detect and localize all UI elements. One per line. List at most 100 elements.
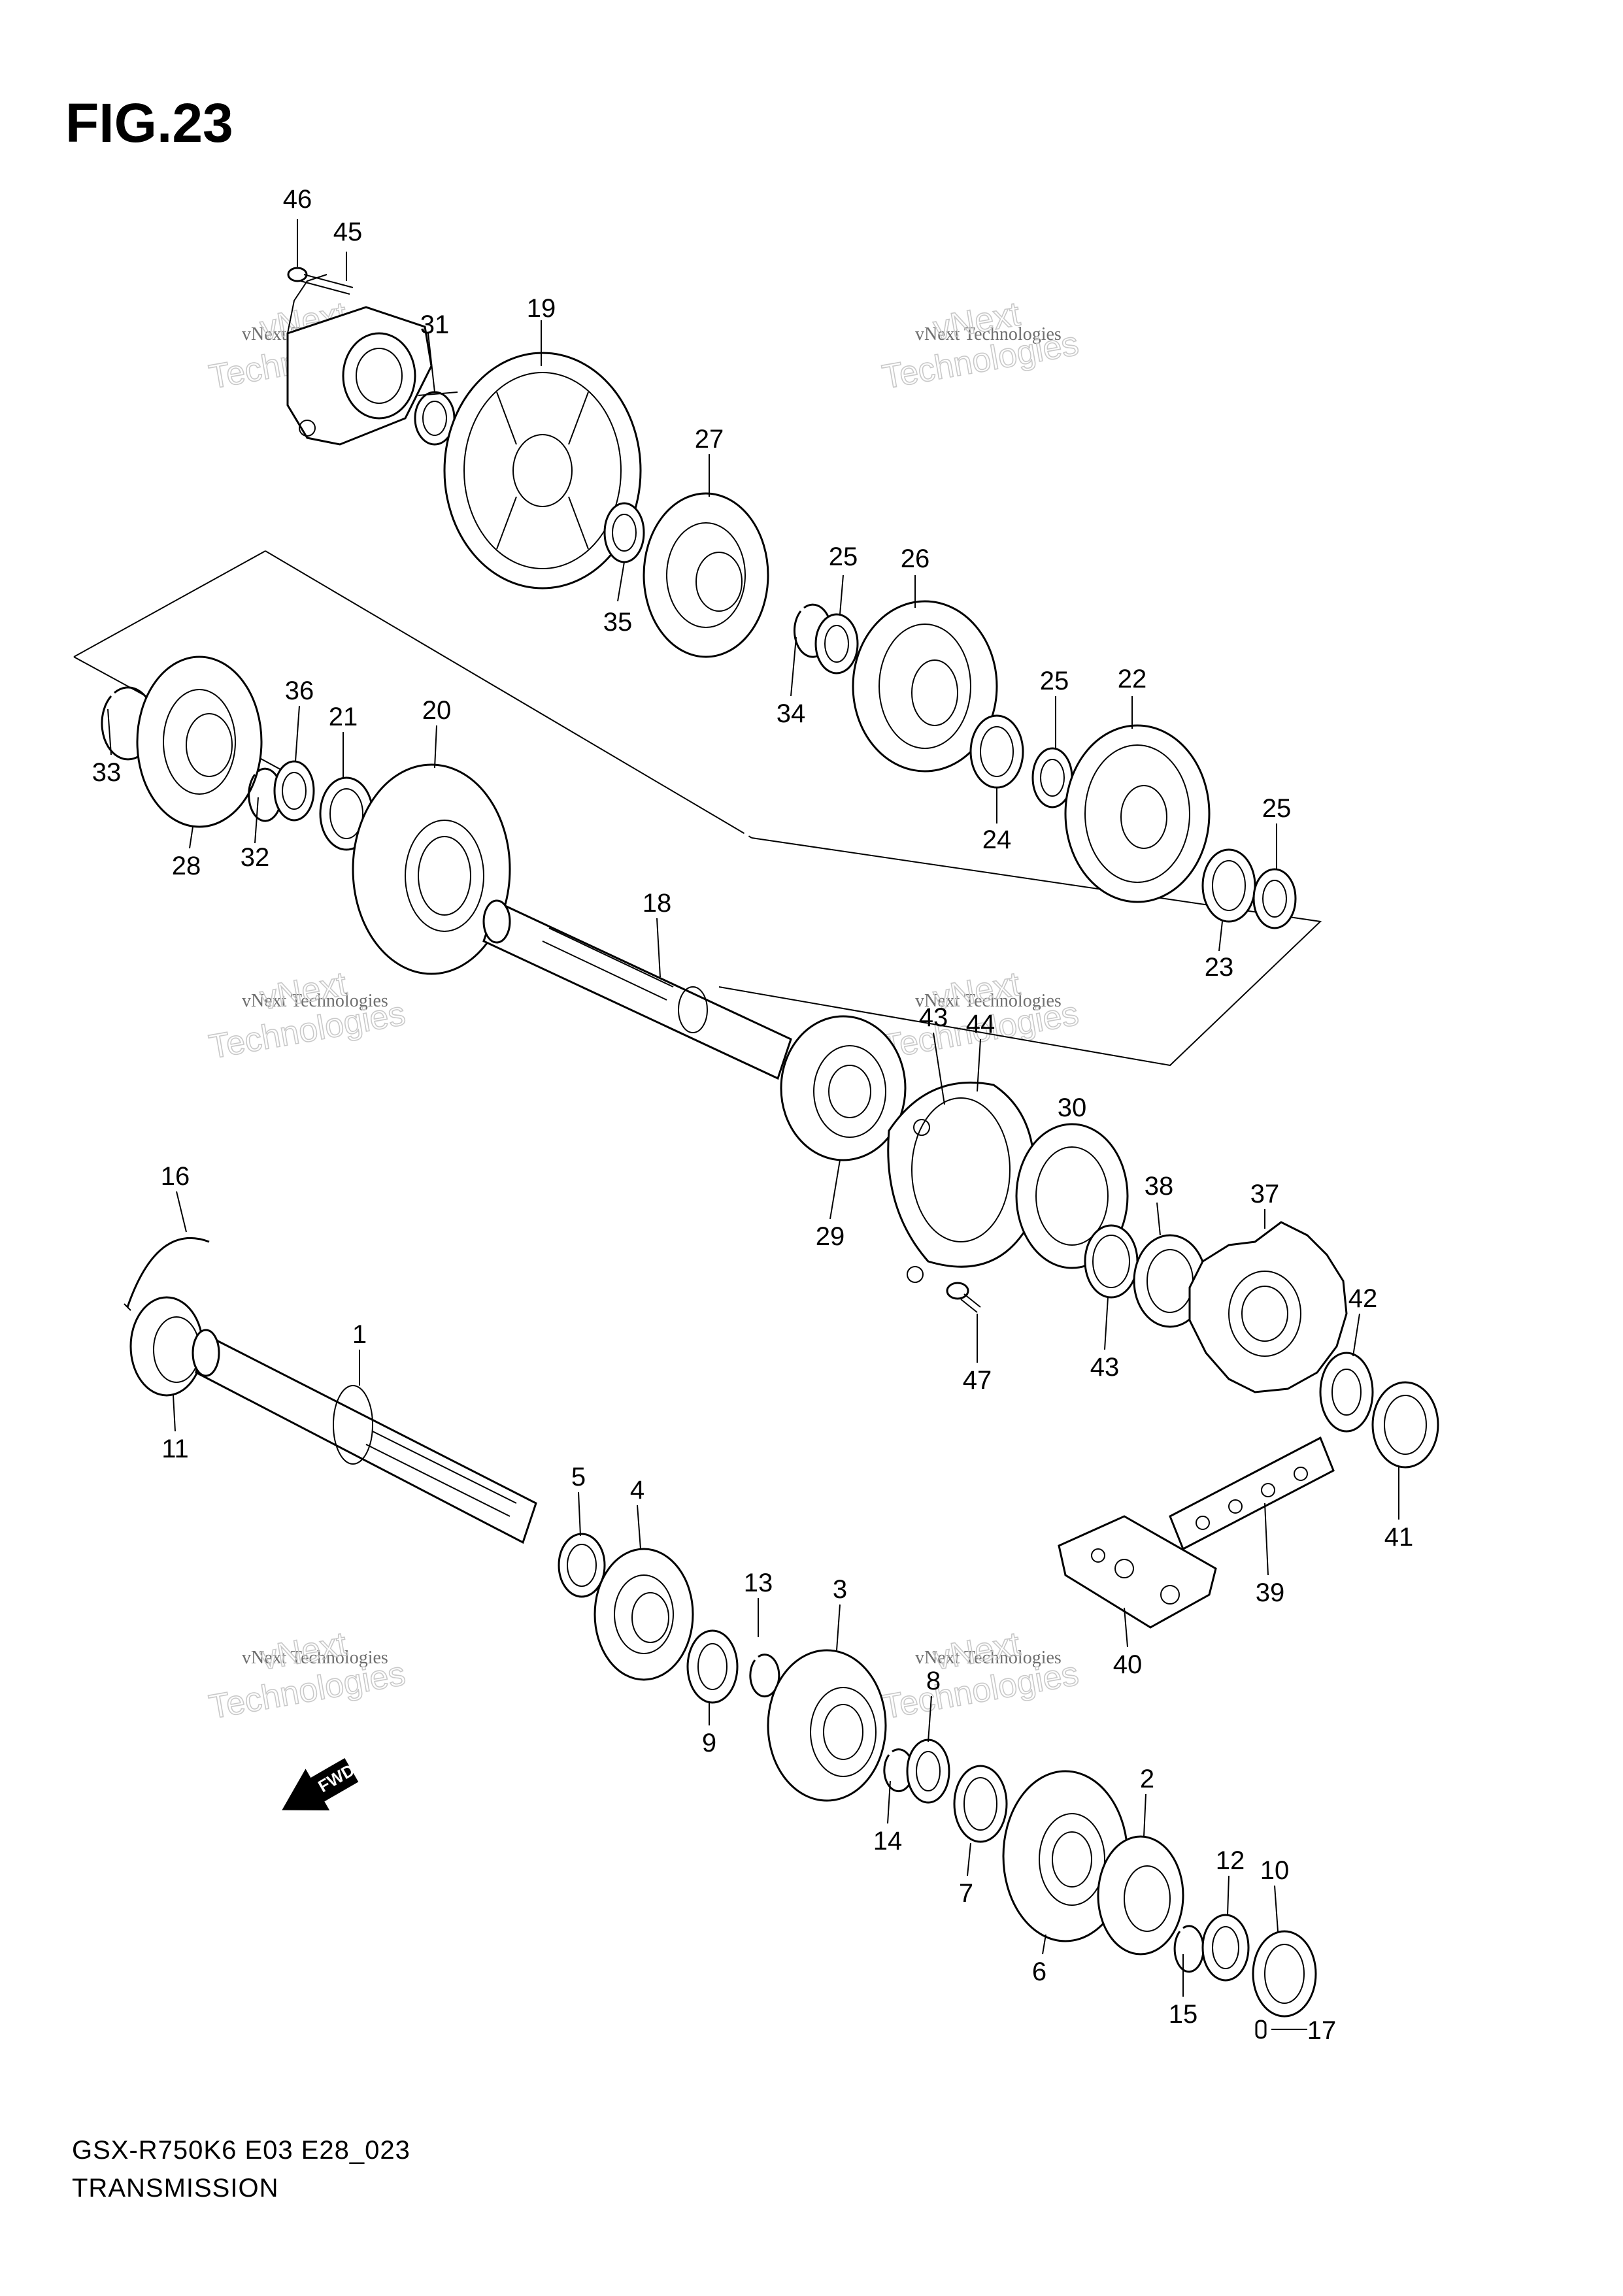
callout-40: 40 xyxy=(1113,1650,1143,1679)
screw-47 xyxy=(946,1282,981,1313)
gear-4 xyxy=(594,1548,694,1681)
callout-17: 17 xyxy=(1307,2016,1337,2045)
callout-5: 5 xyxy=(571,1463,586,1491)
watermark: vNext Technologies xyxy=(242,1648,388,1668)
callout-20: 20 xyxy=(422,696,452,725)
callout-39: 39 xyxy=(1256,1578,1285,1607)
callout-37: 37 xyxy=(1250,1180,1280,1208)
callout-15: 15 xyxy=(1169,2000,1198,2029)
bearing-retainer-45 xyxy=(286,274,433,446)
circlip-32 xyxy=(248,767,283,822)
gear-22 xyxy=(1064,724,1211,903)
watermark-large: vNext Technologies xyxy=(879,1625,1082,1727)
callout-34: 34 xyxy=(777,699,806,728)
watermark-large: vNext Technologies xyxy=(206,965,409,1067)
screw-46 xyxy=(287,267,354,295)
washer-25c xyxy=(1252,868,1297,929)
callout-42: 42 xyxy=(1348,1284,1378,1313)
callout-4: 4 xyxy=(630,1476,644,1505)
circlip-14 xyxy=(883,1748,914,1793)
washer-12 xyxy=(1201,1914,1250,1982)
o-ring-43b xyxy=(1084,1224,1139,1299)
driveshaft-1 xyxy=(192,1329,537,1544)
washer-42 xyxy=(1319,1352,1374,1433)
callout-26: 26 xyxy=(901,544,930,573)
figure-title: FIG.23 xyxy=(65,92,233,154)
callout-25: 25 xyxy=(829,542,858,571)
callout-24: 24 xyxy=(982,825,1012,854)
washer-9 xyxy=(686,1629,739,1704)
callout-47: 47 xyxy=(963,1366,992,1395)
callout-46: 46 xyxy=(283,185,312,214)
callout-19: 19 xyxy=(527,294,556,323)
pin-17 xyxy=(1255,2020,1267,2039)
watermark: vNext Technologies xyxy=(915,1648,1062,1668)
callout-23: 23 xyxy=(1205,953,1234,982)
svg-text:vNext Technologies: vNext Technologies xyxy=(242,991,388,1011)
callout-32: 32 xyxy=(241,843,270,872)
callout-43: 43 xyxy=(919,1003,948,1032)
callout-38: 38 xyxy=(1145,1172,1174,1201)
nut-41 xyxy=(1371,1381,1439,1469)
callout-33: 33 xyxy=(92,758,122,787)
washer-36 xyxy=(273,760,315,822)
callout-44: 44 xyxy=(966,1010,996,1039)
bushing-7 xyxy=(953,1765,1008,1843)
callout-16: 16 xyxy=(161,1162,190,1191)
callout-41: 41 xyxy=(1384,1523,1414,1552)
callout-31: 31 xyxy=(420,310,450,339)
washer-25a xyxy=(814,613,859,674)
countershaft-18 xyxy=(482,899,792,1080)
bushing-23 xyxy=(1201,848,1256,923)
callout-29: 29 xyxy=(816,1222,845,1251)
callout-22: 22 xyxy=(1118,665,1147,693)
callout-18: 18 xyxy=(643,889,672,918)
gear-19 xyxy=(443,352,642,590)
drive-chain-39 xyxy=(1169,1436,1335,1551)
callout-43: 43 xyxy=(1090,1353,1120,1382)
callout-13: 13 xyxy=(744,1569,773,1597)
forward-direction-arrow: FWD xyxy=(282,1757,359,1810)
gear-26 xyxy=(852,600,998,773)
part-labels: 46 45 31 19 27 35 25 26 34 25 22 24 25 2… xyxy=(92,185,1414,2045)
circlip-13 xyxy=(749,1654,780,1698)
watermark: vNext Technologies xyxy=(915,991,1062,1011)
washer-8 xyxy=(906,1739,950,1804)
callout-12: 12 xyxy=(1216,1846,1245,1875)
bushing-24 xyxy=(969,714,1024,789)
gear-27 xyxy=(643,492,769,658)
callout-27: 27 xyxy=(695,425,724,454)
svg-text:vNext Technologies: vNext Technologies xyxy=(915,324,1062,344)
callout-3: 3 xyxy=(833,1575,847,1604)
gear-3 xyxy=(767,1649,887,1802)
washer-35 xyxy=(603,502,645,563)
callout-36: 36 xyxy=(285,676,314,705)
sprocket-37 xyxy=(1188,1221,1348,1393)
circlip-16 xyxy=(124,1237,210,1311)
gear-2 xyxy=(1097,1835,1184,1955)
callout-6: 6 xyxy=(1032,1957,1046,1986)
circlip-15 xyxy=(1173,1925,1205,1973)
retainer-44 xyxy=(887,1081,1035,1283)
callout-10: 10 xyxy=(1260,1856,1290,1885)
svg-text:vNext Technologies: vNext Technologies xyxy=(242,1648,388,1668)
oil-seal-11 xyxy=(129,1296,204,1397)
callout-30: 30 xyxy=(1058,1093,1087,1122)
gear-28 xyxy=(136,656,263,828)
watermark: vNext Technologies xyxy=(242,991,388,1011)
gear-20 xyxy=(352,763,511,975)
bushing-5 xyxy=(558,1533,606,1598)
callout-28: 28 xyxy=(172,852,201,880)
callout-25: 25 xyxy=(1262,794,1292,823)
callout-45: 45 xyxy=(333,218,363,246)
callout-11: 11 xyxy=(161,1435,189,1463)
watermark: vNext Technologies xyxy=(915,324,1062,344)
bearing-29 xyxy=(780,1015,907,1161)
chain-joint-40 xyxy=(1058,1515,1217,1629)
section-name: TRANSMISSION xyxy=(72,2174,279,2203)
leader-lines xyxy=(107,219,1399,2030)
callout-1: 1 xyxy=(352,1320,367,1349)
callout-21: 21 xyxy=(329,703,358,731)
callout-35: 35 xyxy=(603,608,633,637)
